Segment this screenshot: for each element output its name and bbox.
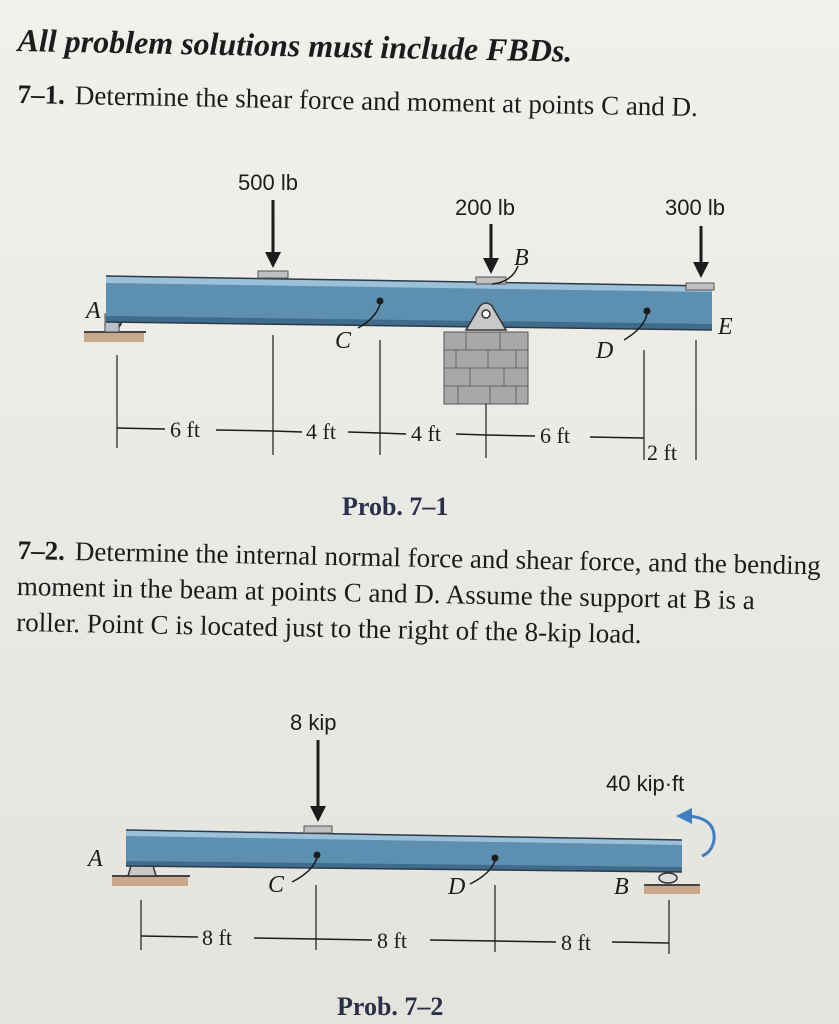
moment-label: 40 kip·ft bbox=[606, 771, 684, 796]
load-arrow-300 bbox=[693, 226, 709, 278]
dimension-label: 6 ft bbox=[170, 417, 200, 442]
dimension-label: 2 ft bbox=[647, 440, 677, 465]
load-arrow-8-kip bbox=[310, 740, 326, 822]
point-label-b: B bbox=[514, 245, 529, 271]
load-label: 500 lb bbox=[238, 170, 298, 195]
figure-caption-7-2: Prob. 7–2 bbox=[337, 992, 444, 1021]
dimension-label: 4 ft bbox=[411, 421, 441, 446]
figure-caption-7-1: Prob. 7–1 bbox=[342, 492, 449, 521]
point-label-d: D bbox=[595, 338, 613, 364]
pin-support-b bbox=[443, 302, 529, 405]
moment-arrow bbox=[676, 808, 716, 858]
point-label-a: A bbox=[86, 846, 103, 872]
point-label-e: E bbox=[717, 314, 733, 340]
point-label-a: A bbox=[84, 298, 101, 324]
point-label-b: B bbox=[614, 874, 629, 900]
dimension-label: 8 ft bbox=[202, 925, 232, 950]
load-label: 8 kip bbox=[290, 710, 336, 735]
dimension-label: 6 ft bbox=[540, 423, 570, 448]
dimension-label: 8 ft bbox=[561, 930, 591, 955]
point-label-c: C bbox=[268, 872, 285, 898]
point-label-c: C bbox=[335, 328, 352, 354]
dimension-label: 8 ft bbox=[377, 928, 407, 953]
beam-7-2 bbox=[125, 829, 683, 873]
load-arrow-200 bbox=[483, 224, 499, 274]
load-label: 300 lb bbox=[665, 195, 725, 220]
roller-support-b bbox=[644, 872, 700, 894]
load-label: 200 lb bbox=[455, 195, 515, 220]
dimension-label: 4 ft bbox=[306, 419, 336, 444]
beam-7-1 bbox=[105, 275, 713, 331]
point-label-d: D bbox=[447, 874, 465, 900]
load-arrow-500 bbox=[265, 200, 281, 268]
